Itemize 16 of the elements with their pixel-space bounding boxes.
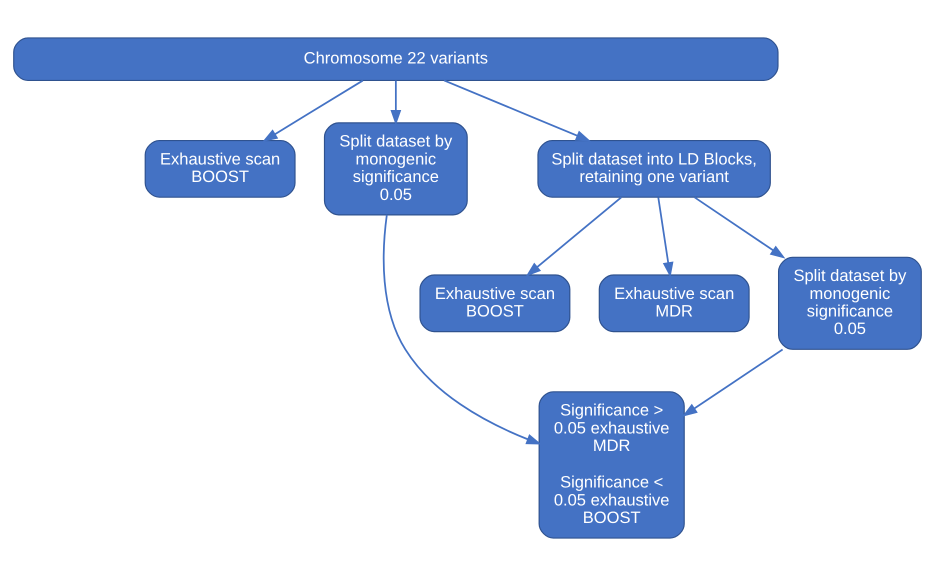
node-box: Significance > 0.05 exhaustive MDR Significance < 0.05 exhaustive BOOST [538, 391, 684, 539]
arrow [525, 196, 622, 277]
node-box: Split dataset by monogenic significance 0.05 [323, 122, 468, 216]
arrow [382, 214, 542, 445]
node-box: Exhaustive scan MDR [598, 274, 750, 332]
arrow [682, 348, 783, 417]
arrow [390, 80, 401, 126]
node-box: Exhaustive scan BOOST [418, 274, 570, 332]
arrow [443, 80, 591, 142]
arrow [656, 197, 673, 278]
arrow [694, 196, 785, 259]
arrow [262, 80, 363, 142]
node-box: Exhaustive scan BOOST [144, 140, 296, 198]
node-box: Chromosome 22 variants [12, 37, 778, 81]
node-box: Split dataset into LD Blocks, retaining one variant [536, 140, 770, 198]
node-box: Split dataset by monogenic significance 0.05 [777, 256, 922, 350]
